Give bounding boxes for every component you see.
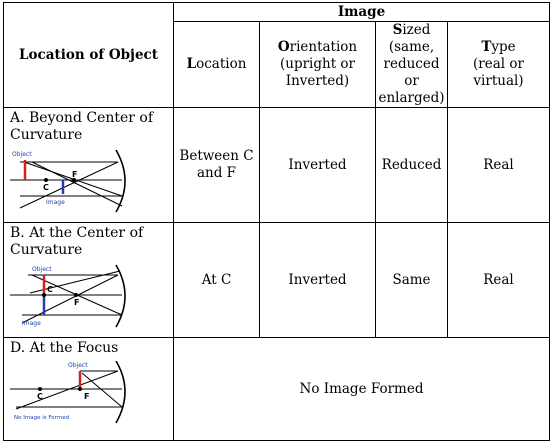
header-type-detail: (real or virtual) [473,56,524,89]
header-sized-lead: S [392,22,403,38]
orientation-cell: Inverted [259,107,376,223]
object-location-label: A. Beyond Center of Curvature [10,110,154,143]
no-image-formed-cell: No Image Formed [172,337,551,441]
header-location-lead: L [186,56,197,72]
header-image: Image [172,2,551,22]
header-type: Type(real or virtual) [446,21,551,108]
image-label: Image [22,320,41,327]
header-sized: Sized(same, reduced or enlarged) [375,21,448,108]
c-label: C [37,392,43,401]
mirror-ray-diagram-at-f: Object C F No Image is Formed [10,361,126,424]
f-label: F [74,298,79,307]
object-location-cell: B. At the Center of Curvature Object C F [3,222,174,338]
header-type-lead: T [481,39,492,55]
header-location-of-object: Location of Object [3,2,174,108]
lens-table: Location of Object Image Location Orient… [3,2,551,441]
c-label: C [43,183,49,192]
header-orientation-detail: (upright or Inverted) [279,56,355,89]
table-row: B. At the Center of Curvature Object C F [3,222,551,338]
table-row: A. Beyond Center of Curvature Object C F [3,107,551,223]
location-cell: At C [173,222,260,338]
location-cell: Between C and F [173,107,260,223]
mirror-ray-diagram-beyond-c: Object C F Image [10,149,126,213]
mirror-ray-diagram-at-c: Object C F Image [10,264,126,328]
object-location-cell: A. Beyond Center of Curvature Object C F [3,107,174,223]
object-location-label: B. At the Center of Curvature [10,225,144,258]
header-orientation-lead: O [277,39,290,55]
size-cell: Reduced [375,107,448,223]
orientation-cell: Inverted [259,222,376,338]
type-cell: Real [446,107,551,223]
object-label: Object [32,266,52,273]
object-label: Object [68,362,88,369]
header-sized-detail: (same, reduced or enlarged) [378,39,445,106]
header-type-rest: ype [491,39,516,55]
f-label: F [84,392,89,401]
type-cell: Real [446,222,551,338]
header-sized-rest: ized [402,22,431,38]
c-label: C [47,285,53,294]
object-label: Object [12,151,32,158]
header-orientation-rest: rientation [289,39,358,55]
object-location-cell: D. At the Focus Object C F No Image is F… [3,337,174,441]
header-location: Location [173,21,260,108]
f-label: F [72,170,77,179]
size-cell: Same [375,222,448,338]
header-orientation: Orientation(upright or Inverted) [259,21,376,108]
image-label: Image [46,199,65,206]
table-row: D. At the Focus Object C F No Image is F… [3,337,551,441]
image-label: No Image is Formed [14,415,69,421]
header-location-rest: ocation [196,56,247,72]
object-location-label: D. At the Focus [10,340,119,356]
